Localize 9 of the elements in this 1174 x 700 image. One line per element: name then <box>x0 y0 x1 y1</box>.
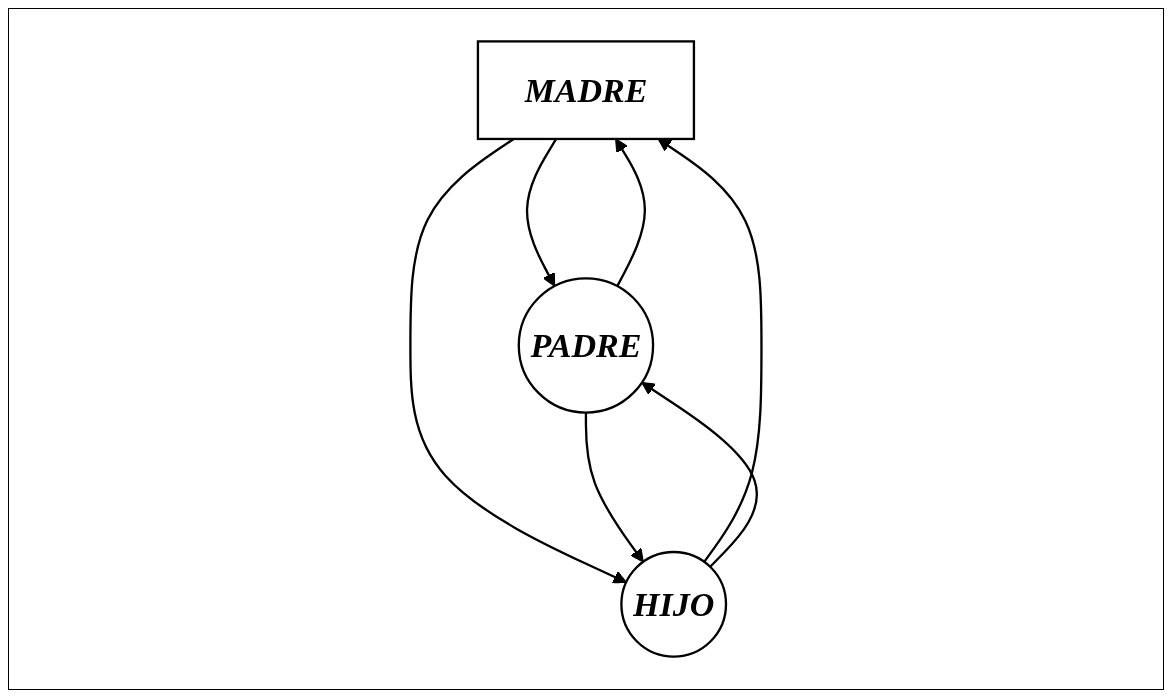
arrow <box>615 138 647 287</box>
arrow <box>641 381 758 568</box>
arrow <box>584 412 644 563</box>
arrow <box>409 138 627 584</box>
node-box: MADRE <box>476 40 696 141</box>
arrow <box>525 138 558 287</box>
arrow <box>657 138 763 563</box>
node-circle: HIJO <box>620 550 728 658</box>
node-circle: PADRE <box>517 277 655 414</box>
